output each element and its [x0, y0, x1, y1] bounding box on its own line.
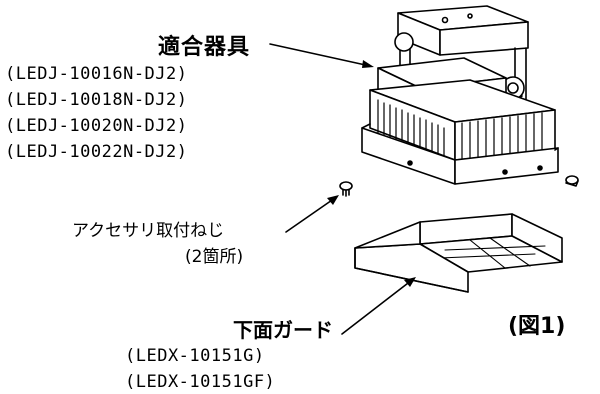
fixture-model-4: (LEDJ-10022N-DJ2) — [5, 142, 188, 162]
figure-label: (図1) — [508, 314, 566, 339]
fixture-leader-line — [269, 43, 371, 67]
screw-count: (2箇所) — [185, 247, 244, 267]
guard-label: 下面ガード — [233, 318, 333, 342]
bottom-guard-drawing — [354, 213, 563, 293]
guard-leader-line — [341, 279, 413, 335]
guard-model-2: (LEDX-10151GF) — [125, 372, 276, 392]
screw-right-drawing — [565, 175, 579, 187]
fixture-model-2: (LEDJ-10018N-DJ2) — [5, 90, 188, 110]
fixture-model-1: (LEDJ-10016N-DJ2) — [5, 64, 188, 84]
screw-leader-line — [285, 197, 336, 233]
fixture-model-3: (LEDJ-10020N-DJ2) — [5, 116, 188, 136]
screw-left-drawing — [339, 181, 353, 197]
light-fixture-drawing — [361, 5, 559, 185]
guard-model-1: (LEDX-10151G) — [125, 346, 265, 366]
fixture-title: 適合器具 — [158, 35, 251, 60]
screw-label: アクセサリ取付ねじ — [72, 221, 225, 241]
